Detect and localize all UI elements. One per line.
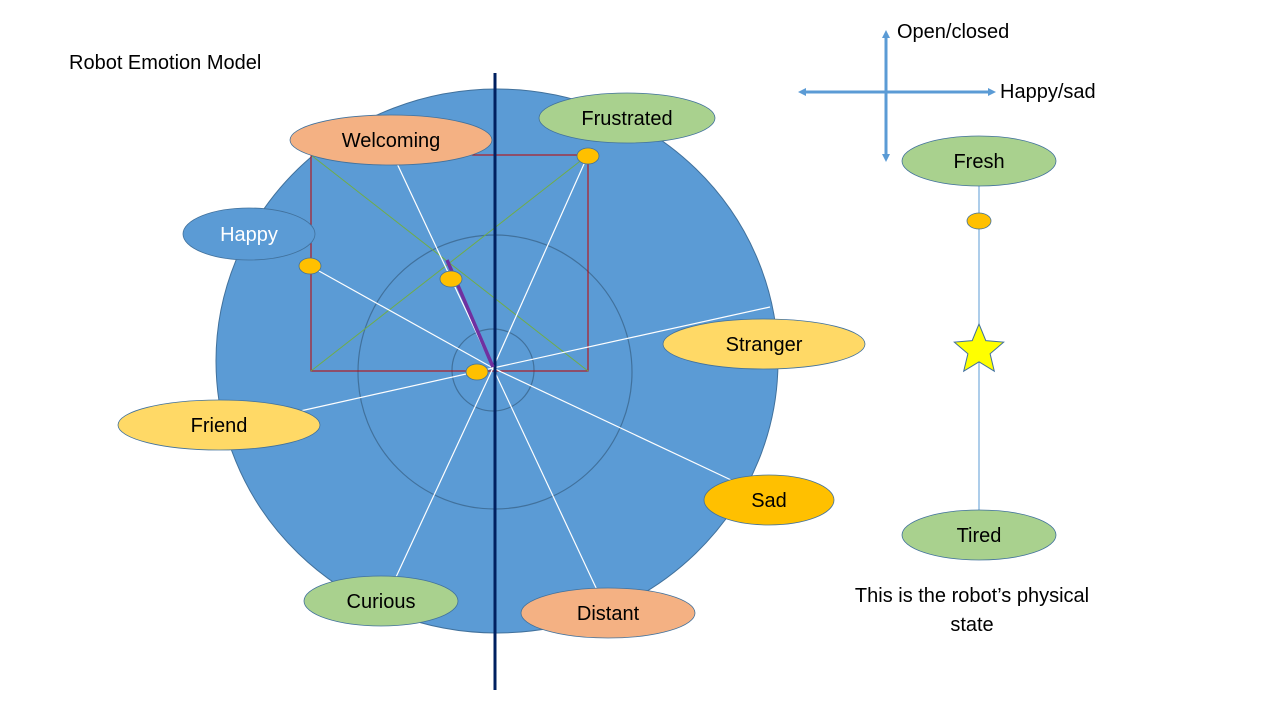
emotion-text: Welcoming: [342, 130, 441, 152]
state-ellipse: [901, 509, 1057, 561]
spoke-happy: [309, 265, 494, 369]
emotion-ellipse: [117, 399, 321, 451]
emotion-text: Happy: [220, 224, 278, 246]
spoke-curious: [389, 367, 494, 591]
state-text: Tired: [957, 525, 1002, 547]
spoke-frustrated: [492, 154, 589, 369]
inner-ring-small: [451, 328, 535, 412]
emotion-ellipse: [703, 474, 835, 526]
state-ellipse: [901, 135, 1057, 187]
emotion-text: Frustrated: [581, 108, 672, 130]
emotion-text: Friend: [191, 415, 248, 437]
marker-dot-happy: [298, 257, 322, 275]
axis-legend-cross: [798, 30, 996, 162]
emotion-label-curious: Curious: [303, 575, 459, 627]
emotion-label-friend: Friend: [117, 399, 321, 451]
emotion-label-happy: Happy: [182, 207, 316, 261]
legend-horizontal-label: Happy/sad: [1000, 81, 1096, 103]
state-label-tired: Tired: [901, 509, 1057, 561]
spoke-sad: [492, 367, 747, 488]
physical-state-caption: This is the robot’s physical state: [854, 585, 1090, 636]
emotion-text: Curious: [347, 591, 416, 613]
marker-dot-vector: [439, 270, 463, 288]
emotion-ellipse: [520, 587, 696, 639]
emotion-ellipse: [303, 575, 459, 627]
emotion-ellipse: [289, 114, 493, 166]
emotion-text: Stranger: [726, 334, 803, 356]
physical-state-marker-dot: [966, 212, 992, 230]
emotion-label-stranger: Stranger: [662, 318, 866, 370]
emotion-ellipse: [538, 92, 716, 144]
state-label-fresh: Fresh: [901, 135, 1057, 187]
emotion-text: Distant: [577, 603, 640, 625]
emotion-label-welcoming: Welcoming: [289, 114, 493, 166]
marker-dot-center: [465, 363, 489, 381]
state-text: Fresh: [953, 151, 1004, 173]
spoke-distant: [492, 367, 599, 593]
diagram-title: Robot Emotion Model: [69, 52, 262, 74]
legend-vertical-label: Open/closed: [897, 21, 1009, 43]
emotion-label-sad: Sad: [703, 474, 835, 526]
emotion-ellipse: [662, 318, 866, 370]
spoke-stranger: [492, 306, 771, 369]
emotion-text: Sad: [751, 490, 787, 512]
marker-dot-frustrated: [576, 147, 600, 165]
emotion-ellipse: [182, 207, 316, 261]
emotion-label-frustrated: Frustrated: [538, 92, 716, 144]
emotion-label-distant: Distant: [520, 587, 696, 639]
radial-spokes: [259, 105, 771, 593]
star-icon: [953, 322, 1005, 373]
